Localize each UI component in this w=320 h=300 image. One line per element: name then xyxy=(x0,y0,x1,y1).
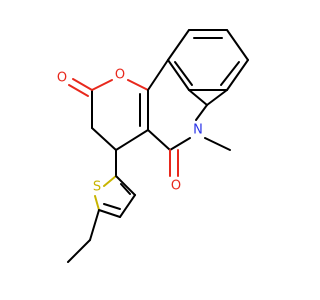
amide-carbonyl xyxy=(169,149,179,177)
central-rings xyxy=(91,59,228,151)
ethyl-group xyxy=(67,209,100,263)
n-methyl-bond xyxy=(204,137,231,151)
ring-oxygen-label: O xyxy=(115,68,125,83)
amide-oxygen-label: O xyxy=(171,179,181,194)
benzene-ring xyxy=(167,29,249,91)
molecule-structure-diagram: O O O N S xyxy=(57,29,249,263)
nitrogen-label: N xyxy=(193,123,203,138)
lactone-oxygen-label: O xyxy=(57,71,67,86)
sulfur-label: S xyxy=(93,180,101,195)
thiophene-ring xyxy=(94,149,136,218)
lactone-carbonyl xyxy=(68,78,93,97)
